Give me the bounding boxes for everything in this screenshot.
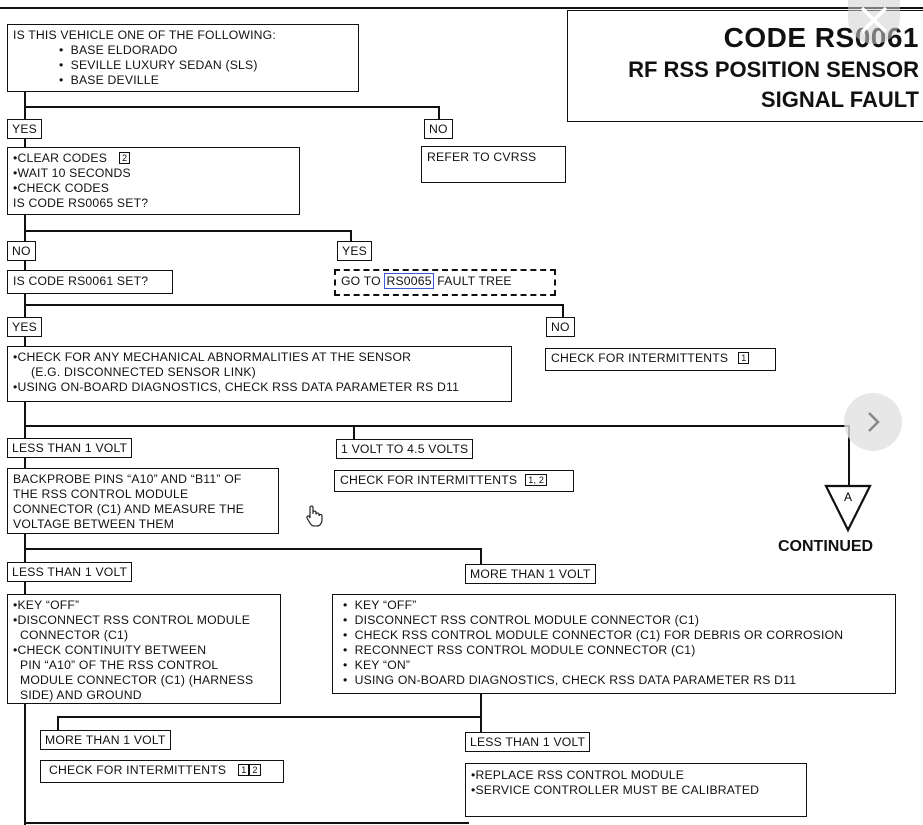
replace-module-box: •REPLACE RSS CONTROL MODULE •SERVICE CON…: [465, 763, 807, 817]
next-page-button[interactable]: [844, 393, 902, 451]
connector: [438, 106, 440, 120]
continuation-triangle: A: [824, 484, 872, 533]
list-item: WAIT 10 SECONDS: [17, 166, 131, 180]
disconnect-continuity-box: •KEY “OFF” •DISCONNECT RSS CONTROL MODUL…: [7, 594, 281, 704]
goto-fault-tree-box: GO TO RS0065 FAULT TREE: [334, 269, 556, 296]
connector: [57, 716, 482, 718]
frame-top-line: [0, 7, 923, 9]
reference-note: 1, 2: [525, 474, 548, 486]
question-text: IS CODE RS0065 SET?: [13, 196, 149, 210]
bottom-line: [24, 822, 469, 824]
label-no: NO: [424, 119, 453, 139]
label-yes: YES: [7, 317, 42, 337]
connector: [24, 304, 564, 306]
hand-cursor-icon: [306, 505, 323, 527]
label-less-than-1-volt: LESS THAN 1 VOLT: [7, 562, 133, 582]
label-1-to-4-5-volts: 1 VOLT TO 4.5 VOLTS: [336, 439, 474, 459]
title-line-3: SIGNAL FAULT: [760, 87, 919, 112]
connector: [57, 716, 59, 730]
label-no: NO: [7, 241, 36, 261]
continuation-letter: A: [844, 490, 852, 504]
rs0065-link[interactable]: RS0065: [384, 273, 434, 289]
connector: [480, 548, 482, 564]
label-more-than-1-volt: MORE THAN 1 VOLT: [465, 564, 596, 584]
label-no: NO: [546, 317, 575, 337]
reference-note: 2: [119, 152, 131, 164]
refer-box: REFER TO CVRSS: [421, 146, 566, 183]
mechanical-check-box: •CHECK FOR ANY MECHANICAL ABNORMALITIES …: [7, 346, 512, 402]
label-less-than-1-volt: LESS THAN 1 VOLT: [465, 732, 591, 752]
list-item: • BASE ELDORADO: [59, 43, 178, 57]
connector: [353, 425, 355, 439]
title-line-2: RF RSS POSITION SENSOR: [628, 57, 919, 82]
connector: [480, 694, 482, 734]
question-vehicle-text: IS THIS VEHICLE ONE OF THE FOLLOWING:: [13, 28, 276, 42]
left-spine: [24, 92, 26, 825]
connector: [24, 425, 850, 427]
title-block: CODE RS0061 RF RSS POSITION SENSOR SIGNA…: [567, 10, 923, 122]
question-rs0061-box: IS CODE RS0061 SET?: [7, 270, 173, 294]
chevron-right-icon: [868, 412, 880, 432]
label-yes: YES: [337, 241, 372, 261]
list-item: CLEAR CODES: [17, 151, 108, 165]
backprobe-box: BACKPROBE PINS “A10” AND “B11” OF THE RS…: [7, 468, 279, 534]
list-item: • BASE DEVILLE: [59, 73, 160, 87]
close-icon: [860, 6, 888, 34]
continued-label: CONTINUED: [778, 538, 874, 555]
question-vehicle-box: IS THIS VEHICLE ONE OF THE FOLLOWING: • …: [7, 24, 359, 92]
close-button[interactable]: [848, 0, 900, 44]
connector: [350, 230, 352, 242]
reference-note: 1: [738, 352, 750, 364]
connector: [24, 106, 440, 108]
reference-note: 1: [238, 764, 250, 776]
label-more-than-1-volt: MORE THAN 1 VOLT: [40, 730, 171, 750]
list-item: • SEVILLE LUXURY SEDAN (SLS): [59, 58, 258, 72]
label-yes: YES: [7, 119, 42, 139]
connector: [24, 548, 482, 550]
list-item: CHECK CODES: [17, 181, 110, 195]
connector: [24, 230, 352, 232]
connector: [562, 304, 564, 318]
connector-inspection-box: • KEY “OFF” • DISCONNECT RSS CONTROL MOD…: [332, 594, 896, 694]
connector: [848, 425, 850, 485]
label-less-than-1-volt: LESS THAN 1 VOLT: [7, 438, 133, 458]
reference-note: 2: [249, 764, 261, 776]
